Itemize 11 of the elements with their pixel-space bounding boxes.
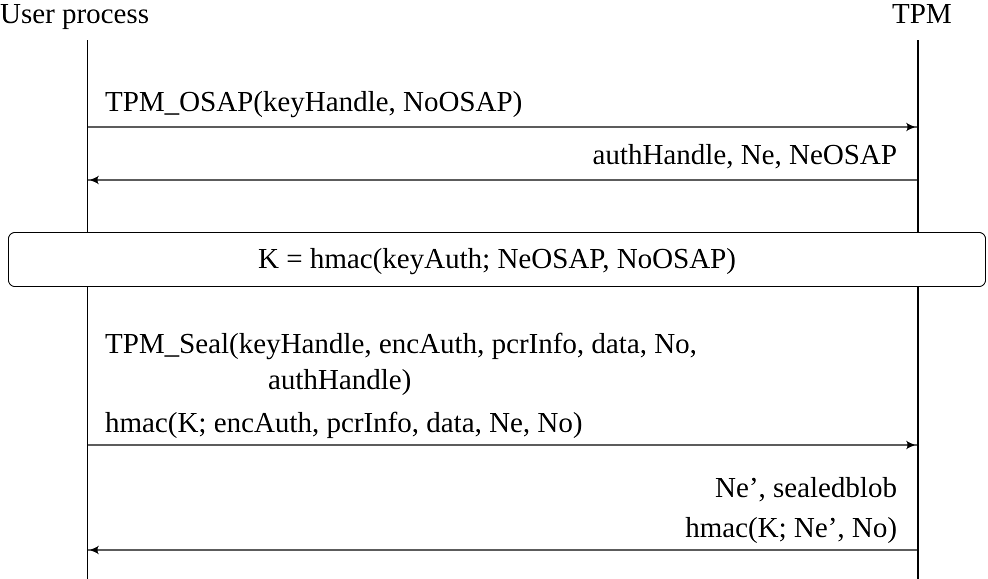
participant-label: TPM: [892, 0, 952, 32]
message-label: TPM_OSAP(keyHandle, NoOSAP): [105, 85, 522, 120]
participant-label: User process: [0, 0, 149, 32]
lifeline: [917, 40, 918, 579]
message-label: hmac(K; encAuth, pcrInfo, data, Ne, No): [105, 406, 583, 441]
computation-box: [8, 232, 986, 287]
message-label: authHandle, Ne, NeOSAP: [592, 138, 897, 173]
message-label: Ne’, sealedblob: [715, 471, 897, 506]
message-label: TPM_Seal(keyHandle, encAuth, pcrInfo, data, No, authHandle): [105, 327, 698, 398]
computation-text: K = hmac(keyAuth; NeOSAP, NoOSAP): [258, 243, 736, 276]
message-label: hmac(K; Ne’, No): [685, 511, 897, 546]
